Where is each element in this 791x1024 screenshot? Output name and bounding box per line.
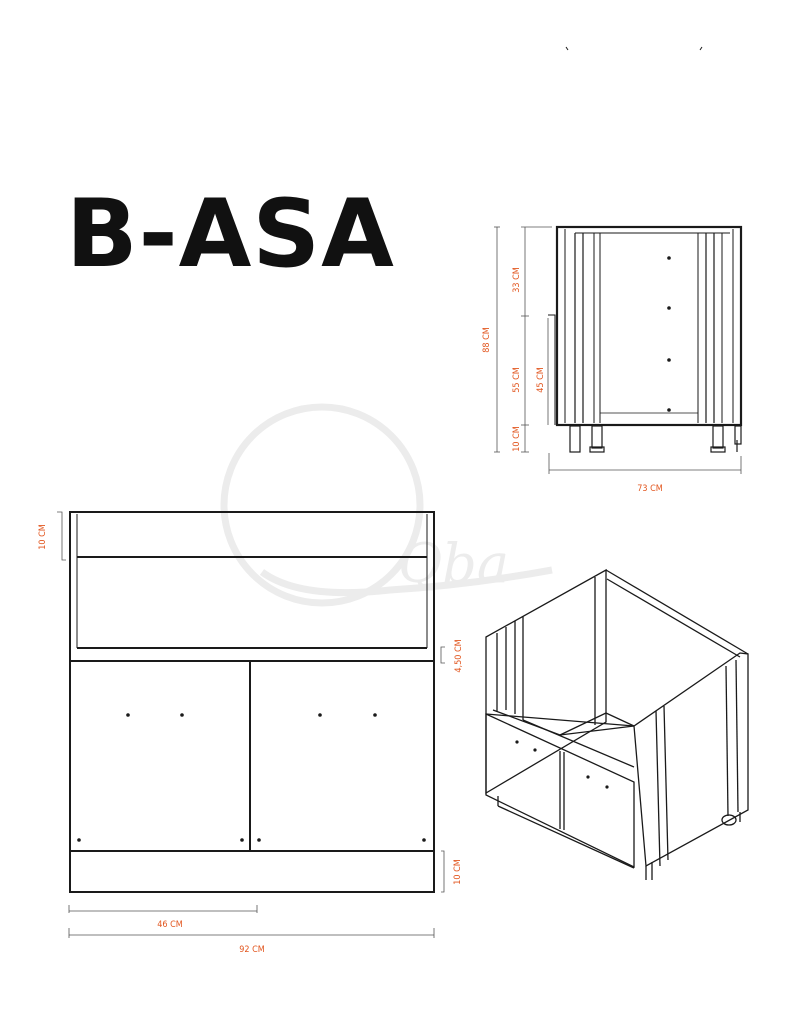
front-door-dots bbox=[77, 713, 426, 842]
dim-plinth: 10 CM bbox=[453, 859, 463, 885]
front-dimension-labels: 10 CM 4,50 CM 10 CM 46 CM 92 CM bbox=[38, 524, 464, 955]
dim-height-total: 88 CM bbox=[482, 327, 492, 353]
dim-height-upper: 33 CM bbox=[512, 267, 522, 293]
front-door-right bbox=[249, 660, 435, 852]
isometric-view bbox=[485, 568, 749, 880]
front-door-left bbox=[69, 660, 251, 852]
dim-height-lower: 55 CM bbox=[512, 367, 522, 393]
dim-total-width: 92 CM bbox=[239, 945, 265, 955]
dim-height-panel: 45 CM bbox=[536, 367, 546, 393]
dim-depth: 73 CM bbox=[637, 484, 663, 494]
side-dimension-labels: 88 CM 33 CM 55 CM 45 CM 10 CM 73 CM bbox=[482, 267, 663, 494]
side-view bbox=[548, 225, 743, 453]
front-plinth bbox=[69, 850, 435, 893]
corner-marks bbox=[565, 46, 703, 51]
dim-shelf-gap: 4,50 CM bbox=[454, 639, 464, 672]
front-dimension-lines bbox=[57, 511, 445, 938]
side-frame bbox=[555, 225, 743, 427]
side-dimension-lines bbox=[494, 226, 742, 474]
dim-height-base: 10 CM bbox=[512, 426, 522, 452]
iso-door-dots bbox=[515, 740, 609, 789]
dim-top-rail: 10 CM bbox=[38, 524, 48, 550]
side-hinge-dots bbox=[667, 256, 671, 412]
product-title: B-ASA bbox=[66, 180, 395, 289]
watermark-logo: Qba bbox=[220, 403, 553, 607]
front-view bbox=[69, 511, 435, 893]
dim-door-width: 46 CM bbox=[157, 920, 183, 930]
side-legs bbox=[569, 425, 742, 453]
watermark-text: Qba bbox=[398, 532, 509, 595]
